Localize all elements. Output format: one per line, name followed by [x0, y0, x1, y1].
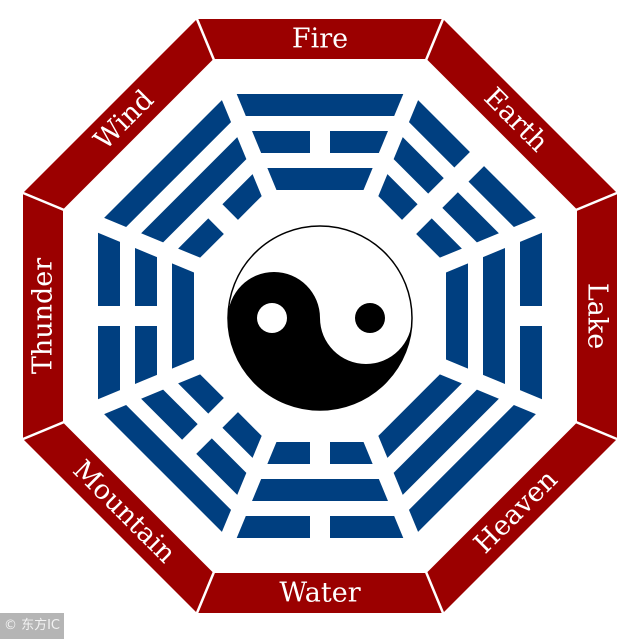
- solid-line: [236, 94, 404, 116]
- solid-line: [172, 263, 194, 369]
- label-water: Water: [279, 578, 360, 609]
- solid-line: [141, 137, 247, 243]
- border-separator: [20, 420, 66, 442]
- border-separator: [424, 16, 446, 62]
- trigram-heaven: [378, 374, 536, 532]
- border-separator: [194, 16, 216, 62]
- yin-dot: [355, 303, 385, 333]
- label-thunder: Thunder: [28, 258, 59, 374]
- broken-line-segment: [393, 137, 444, 194]
- broken-line-segment: [378, 174, 418, 220]
- broken-line-segment: [236, 516, 310, 538]
- broken-line-segment: [222, 174, 262, 220]
- border-separator: [574, 420, 620, 442]
- trigram-fire: [236, 94, 404, 190]
- solid-line: [446, 263, 468, 369]
- broken-line-segment: [416, 218, 462, 258]
- broken-line-segment: [330, 442, 373, 464]
- border-separator: [424, 570, 446, 616]
- broken-line-segment: [330, 131, 388, 153]
- watermark: © 东方IC: [0, 613, 64, 639]
- broken-line-segment: [135, 248, 157, 306]
- broken-line-segment: [178, 218, 224, 258]
- solid-line: [408, 404, 536, 532]
- broken-line-segment: [135, 326, 157, 384]
- broken-line-segment: [252, 131, 310, 153]
- solid-line: [378, 374, 462, 458]
- broken-line-segment: [520, 232, 542, 306]
- trigram-wind: [104, 100, 262, 258]
- solid-line: [483, 248, 505, 384]
- solid-line: [393, 389, 499, 495]
- solid-line: [104, 100, 232, 228]
- broken-line-segment: [196, 438, 247, 495]
- solid-line: [252, 479, 388, 501]
- trigram-earth: [378, 100, 536, 258]
- broken-line-segment: [178, 374, 224, 414]
- border-separator: [20, 190, 66, 212]
- trigram-mountain: [104, 374, 262, 532]
- broken-line-segment: [141, 389, 198, 440]
- label-lake: Lake: [582, 283, 613, 349]
- broken-line-segment: [442, 192, 499, 243]
- trigram-thunder: [98, 232, 194, 400]
- solid-line: [104, 404, 232, 532]
- label-fire: Fire: [292, 24, 348, 55]
- broken-line-segment: [98, 232, 120, 306]
- broken-line-segment: [330, 516, 404, 538]
- broken-line-segment: [267, 442, 310, 464]
- yin-yang-icon: [227, 225, 413, 411]
- border-separators: [20, 16, 620, 616]
- broken-line-segment: [468, 166, 536, 228]
- border-separator: [574, 190, 620, 212]
- border-separator: [194, 570, 216, 616]
- yang-dot: [257, 303, 287, 333]
- broken-line-segment: [222, 412, 262, 458]
- broken-line-segment: [98, 326, 120, 400]
- broken-line-segment: [520, 326, 542, 400]
- broken-line-segment: [408, 100, 470, 168]
- trigram-lake: [446, 232, 542, 400]
- solid-line: [267, 168, 373, 190]
- trigrams: [98, 94, 542, 538]
- trigram-water: [236, 442, 404, 538]
